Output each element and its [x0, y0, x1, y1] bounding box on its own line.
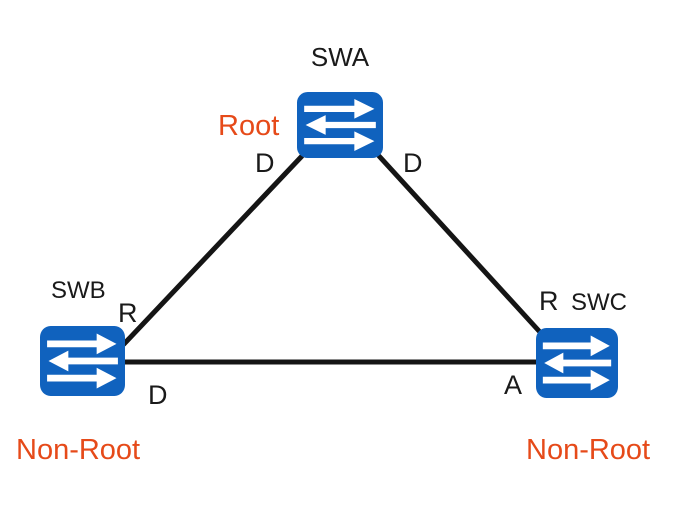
- node-swc-name: SWC: [571, 289, 627, 316]
- port-label-swb-up: R: [118, 298, 138, 328]
- node-swb-role-label: Non-Root: [16, 434, 141, 466]
- switch-icon-swb: [40, 326, 125, 396]
- port-label-swa-right: D: [403, 148, 423, 178]
- port-label-swa-left: D: [255, 148, 275, 178]
- switch-icon-swa: [297, 92, 383, 158]
- node-swa-role-label: Root: [218, 110, 280, 142]
- port-label-swb-right: D: [148, 380, 168, 410]
- port-label-swc-up: R: [539, 286, 559, 316]
- link-swa-swc: [376, 153, 542, 334]
- port-label-swc-left: A: [504, 370, 523, 400]
- node-swb-name: SWB: [51, 277, 106, 304]
- switch-icon-swc: [536, 328, 618, 398]
- node-swa-name: SWA: [310, 42, 370, 72]
- node-swc-role-label: Non-Root: [526, 434, 651, 466]
- link-swa-swb: [121, 153, 305, 347]
